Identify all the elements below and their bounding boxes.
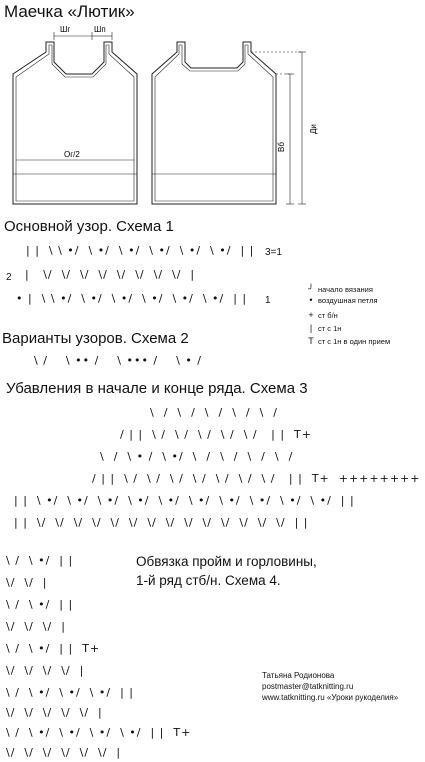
author-block: Татьяна Родионова postmaster@tatknitting… — [262, 670, 398, 703]
single-crochet-icon: + — [308, 310, 314, 320]
legend-item: ╯начало вязания — [304, 284, 390, 295]
scheme1-row2-tag: 2 — [6, 272, 12, 283]
legend-item: |ст с 1н — [304, 323, 390, 334]
author-email[interactable]: postmaster@tatknitting.ru — [262, 682, 354, 691]
scheme4-title: Обвязка пройм и горловины, 1-й ряд стб/н… — [136, 552, 317, 590]
author-name: Татьяна Родионова — [262, 671, 335, 680]
garment-schematic: Шг Шп Ог/2 Вб Ди — [12, 25, 318, 205]
back-piece-outline — [151, 41, 277, 205]
scheme1-row1: • | \ \ •/ \ •/ \ •/ \ •/ \ •/ \ •/ | | — [16, 292, 248, 305]
legend-item: •воздушная петля — [304, 295, 390, 306]
dimension-lines — [16, 32, 306, 205]
scheme4-row6: \/ \/ \/ \/ | — [6, 664, 85, 677]
scheme4-row1: \ / \ •/ | | — [6, 554, 74, 567]
scheme4-row10: \/ \/ \/ \/ \/ \/ | — [6, 746, 122, 759]
scheme4-row7: \ / \ •/ \ •/ \ •/ | | — [6, 686, 134, 699]
double-crochet-icon: | — [309, 323, 313, 333]
scheme3-row3: \ / \ • / \ •/ \ / \ / \ / \ / — [100, 450, 294, 463]
di-label: Ди — [309, 124, 318, 134]
scheme3-title: Убавления в начале и конце ряда. Схема 3 — [6, 380, 308, 397]
author-site[interactable]: www.tatknitting.ru «Уроки рукоделия» — [262, 693, 399, 702]
scheme1-row3: | | \ \ •/ \ •/ \ •/ \ •/ \ •/ \ •/ | | — [26, 244, 255, 257]
scheme3-row6: | | \/ \/ \/ \/ \/ \/ \/ \/ \/ \/ \/ \/ … — [14, 516, 309, 529]
scheme4-row3: \ / \ •/ | | — [6, 598, 74, 611]
shp-label: Шп — [94, 25, 106, 34]
scheme1-row1-tag: 1 — [265, 295, 271, 306]
vb-label: Вб — [277, 142, 286, 152]
scheme3-row4: / | | \ / \ / \ / \ / \ / \ / \ / | | T+… — [92, 472, 421, 485]
front-piece-outline — [12, 41, 138, 205]
scheme1-row3-tag: 3=1 — [265, 247, 282, 258]
chain-stitch-icon: • — [309, 295, 313, 305]
dc-together-icon: T — [308, 336, 314, 346]
symbol-legend: ╯начало вязания •воздушная петля +ст б/н… — [304, 284, 390, 347]
scheme4-title-line1: Обвязка пройм и горловины, — [136, 554, 317, 569]
shg-label: Шг — [60, 25, 70, 34]
scheme1-row2: | \/ \/ \/ \/ \/ \/ \/ \/ | — [16, 268, 196, 281]
og2-label: Ог/2 — [64, 150, 80, 159]
scheme1-title: Основной узор. Схема 1 — [4, 218, 174, 235]
scheme2-row: \ / \ •• / \ ••• / \ • / — [34, 354, 203, 367]
scheme4-row4: \/ \/ \/ | — [6, 620, 66, 633]
scheme3-row5: | | \ •/ \ •/ \ •/ \ •/ \ •/ \ •/ \ •/ \… — [14, 494, 355, 507]
scheme4-title-line2: 1-й ряд стб/н. Схема 4. — [136, 573, 281, 588]
page-title: Маечка «Лютик» — [4, 2, 135, 21]
chain-start-icon: ╯ — [308, 284, 314, 294]
scheme4-row9: \ / \ •/ \ •/ \ •/ \ •/ | | T+ — [6, 726, 192, 739]
scheme3-row2: / | | \ / \ / \ / \ / \ / | | T+ — [120, 428, 312, 441]
scheme4-row8: \/ \/ \/ \/ \/ | — [6, 706, 103, 719]
scheme4-row2: \/ \/ | — [6, 576, 48, 589]
scheme3-row1: \ / \ / \ / \ / \ / — [150, 406, 278, 419]
scheme4-row5: \ / \ •/ | | T+ — [6, 642, 101, 655]
legend-item: +ст б/н — [304, 310, 390, 321]
scheme2-title: Варианты узоров. Схема 2 — [2, 330, 189, 347]
